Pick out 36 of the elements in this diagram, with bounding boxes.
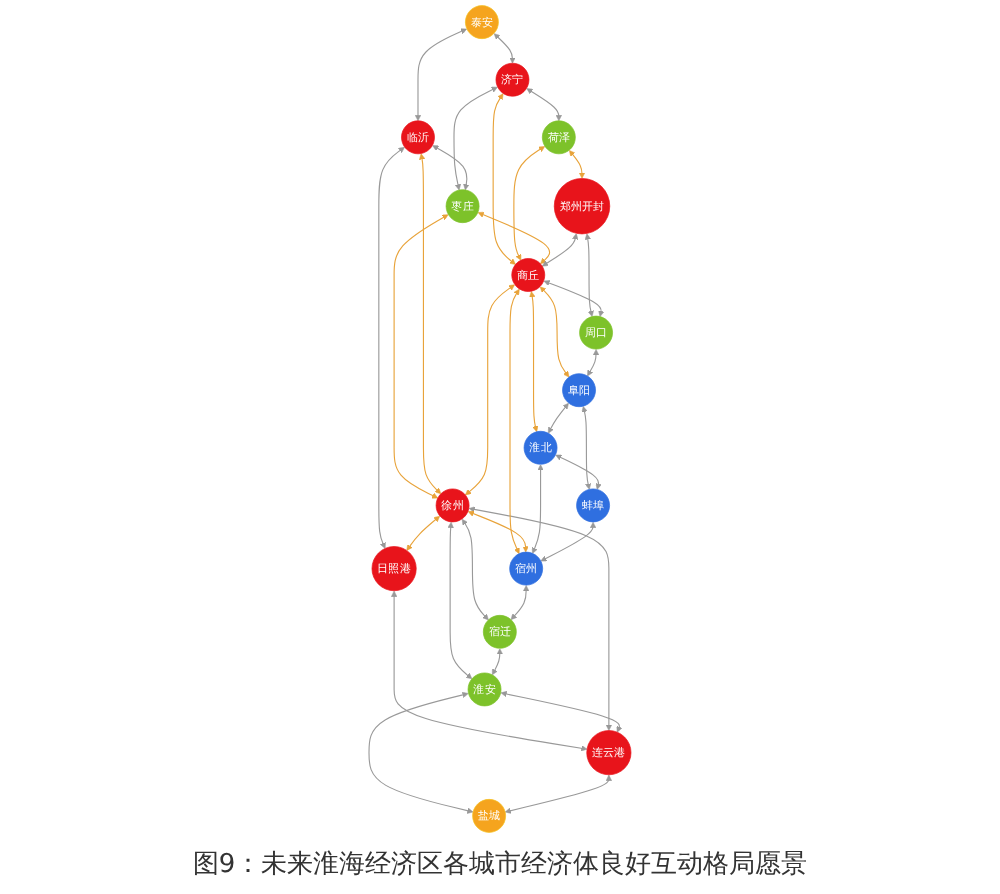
arrow	[531, 464, 544, 554]
arrow	[555, 454, 602, 490]
arrow	[453, 86, 498, 191]
arrow	[569, 150, 586, 179]
arrow	[447, 521, 473, 680]
arrow	[432, 145, 470, 191]
arrow	[587, 349, 600, 377]
arrow	[493, 33, 516, 64]
caption: 图9：未来淮海经济区各城市经济体良好互动格局愿景	[192, 848, 808, 884]
arrow	[393, 214, 449, 499]
arrow	[581, 406, 592, 490]
arrow	[543, 280, 605, 317]
arrow	[509, 288, 520, 554]
arrow	[548, 403, 569, 434]
arrow	[419, 153, 442, 495]
arrow	[513, 146, 545, 261]
arrow	[584, 233, 594, 317]
arrow	[465, 284, 515, 496]
arrow	[492, 93, 516, 265]
arrow	[539, 286, 570, 378]
arrow	[492, 648, 503, 676]
arrow	[378, 147, 405, 549]
arrow	[510, 585, 530, 620]
arrow	[477, 211, 551, 265]
arrow	[500, 690, 623, 733]
arrow	[540, 521, 597, 562]
arrow	[461, 518, 489, 621]
arrow	[467, 510, 529, 553]
arrow	[406, 515, 440, 551]
arrow	[526, 88, 562, 122]
arrow	[529, 291, 539, 433]
arrow	[541, 233, 579, 267]
arrow	[504, 774, 612, 814]
arrow	[368, 691, 474, 814]
arrow	[391, 590, 588, 752]
arrow	[414, 28, 467, 122]
